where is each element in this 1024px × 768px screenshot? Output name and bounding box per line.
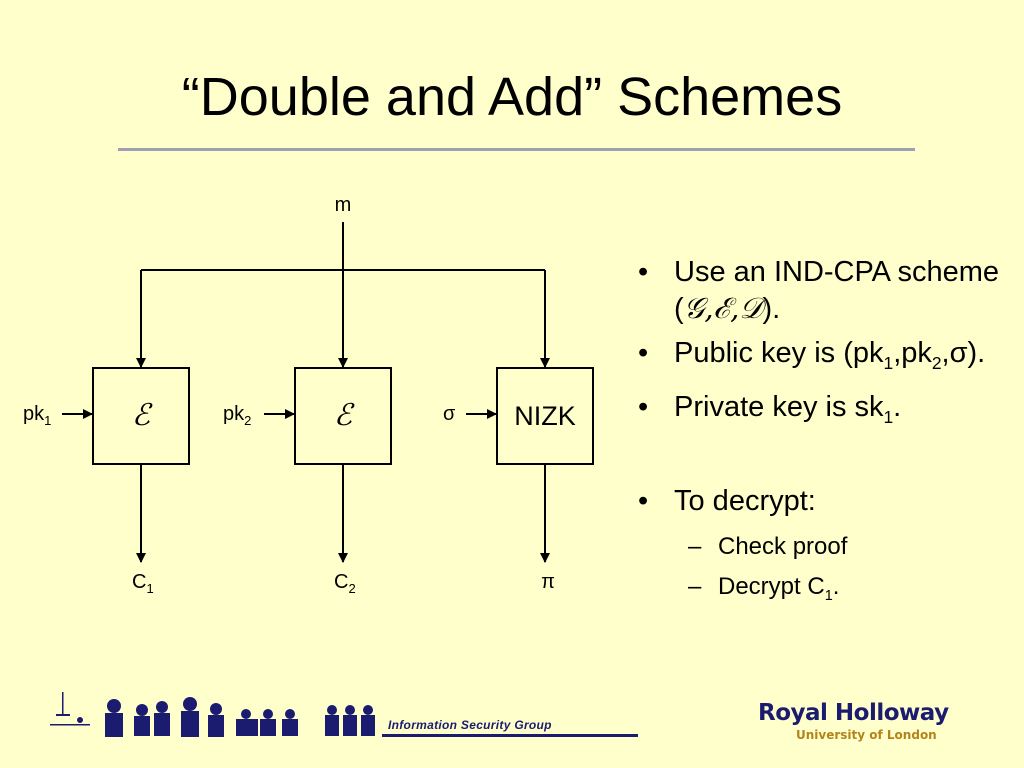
output-label-pi: π xyxy=(541,571,555,593)
bullet-dot: • xyxy=(638,256,649,288)
double-and-add-diagram: m ℰ pk1 C1 ℰ pk2 C2 NIZK σ π xyxy=(23,194,594,596)
encrypt-box-1-label: ℰ xyxy=(132,398,153,433)
bullet-scheme: • Use an IND-CPA scheme (𝒢,ℰ,𝒟). xyxy=(638,256,1000,325)
footer: Information Security Group Royal Hollowa… xyxy=(50,686,950,746)
bullet-dot: • xyxy=(638,484,649,517)
encrypt-box-2-label: ℰ xyxy=(334,398,355,433)
key-label-pk2: pk2 xyxy=(223,403,251,428)
sub-bullet-check-proof: – Check proof xyxy=(628,527,1008,567)
isg-underline xyxy=(382,734,638,737)
isg-silhouettes-logo xyxy=(50,692,375,737)
slide-title: “Double and Add” Schemes xyxy=(181,67,843,127)
title-rule xyxy=(118,148,915,151)
bullet-list: • Use an IND-CPA scheme (𝒢,ℰ,𝒟). • Publi… xyxy=(628,254,1008,615)
isg-wordmark: Information Security Group xyxy=(388,718,552,732)
bullet-dot: • xyxy=(638,390,649,423)
output-label-c2: C2 xyxy=(334,571,356,596)
key-label-pk1: pk1 xyxy=(23,403,51,428)
nizk-box-label: NIZK xyxy=(514,401,576,431)
sub-bullet-decrypt-c1: – Decrypt C1. xyxy=(628,567,1008,616)
bullet-private-key: • Private key is sk1. xyxy=(638,390,902,427)
bullet-dot: • xyxy=(638,337,649,369)
university-of-london-text: University of London xyxy=(796,728,937,742)
scheme-symbols: 𝒢,ℰ,𝒟 xyxy=(683,291,763,325)
sub-bullet-dash: – xyxy=(688,532,702,560)
key-label-sigma: σ xyxy=(443,403,456,425)
output-label-c1: C1 xyxy=(132,571,154,596)
bullet-public-key: • Public key is (pk1,pk2,σ). xyxy=(638,337,986,373)
royal-holloway-logo: Royal Holloway xyxy=(758,700,949,726)
bullet-decrypt: • To decrypt: xyxy=(638,484,816,517)
sub-bullet-dash: – xyxy=(688,572,702,600)
input-label-m: m xyxy=(335,194,352,216)
